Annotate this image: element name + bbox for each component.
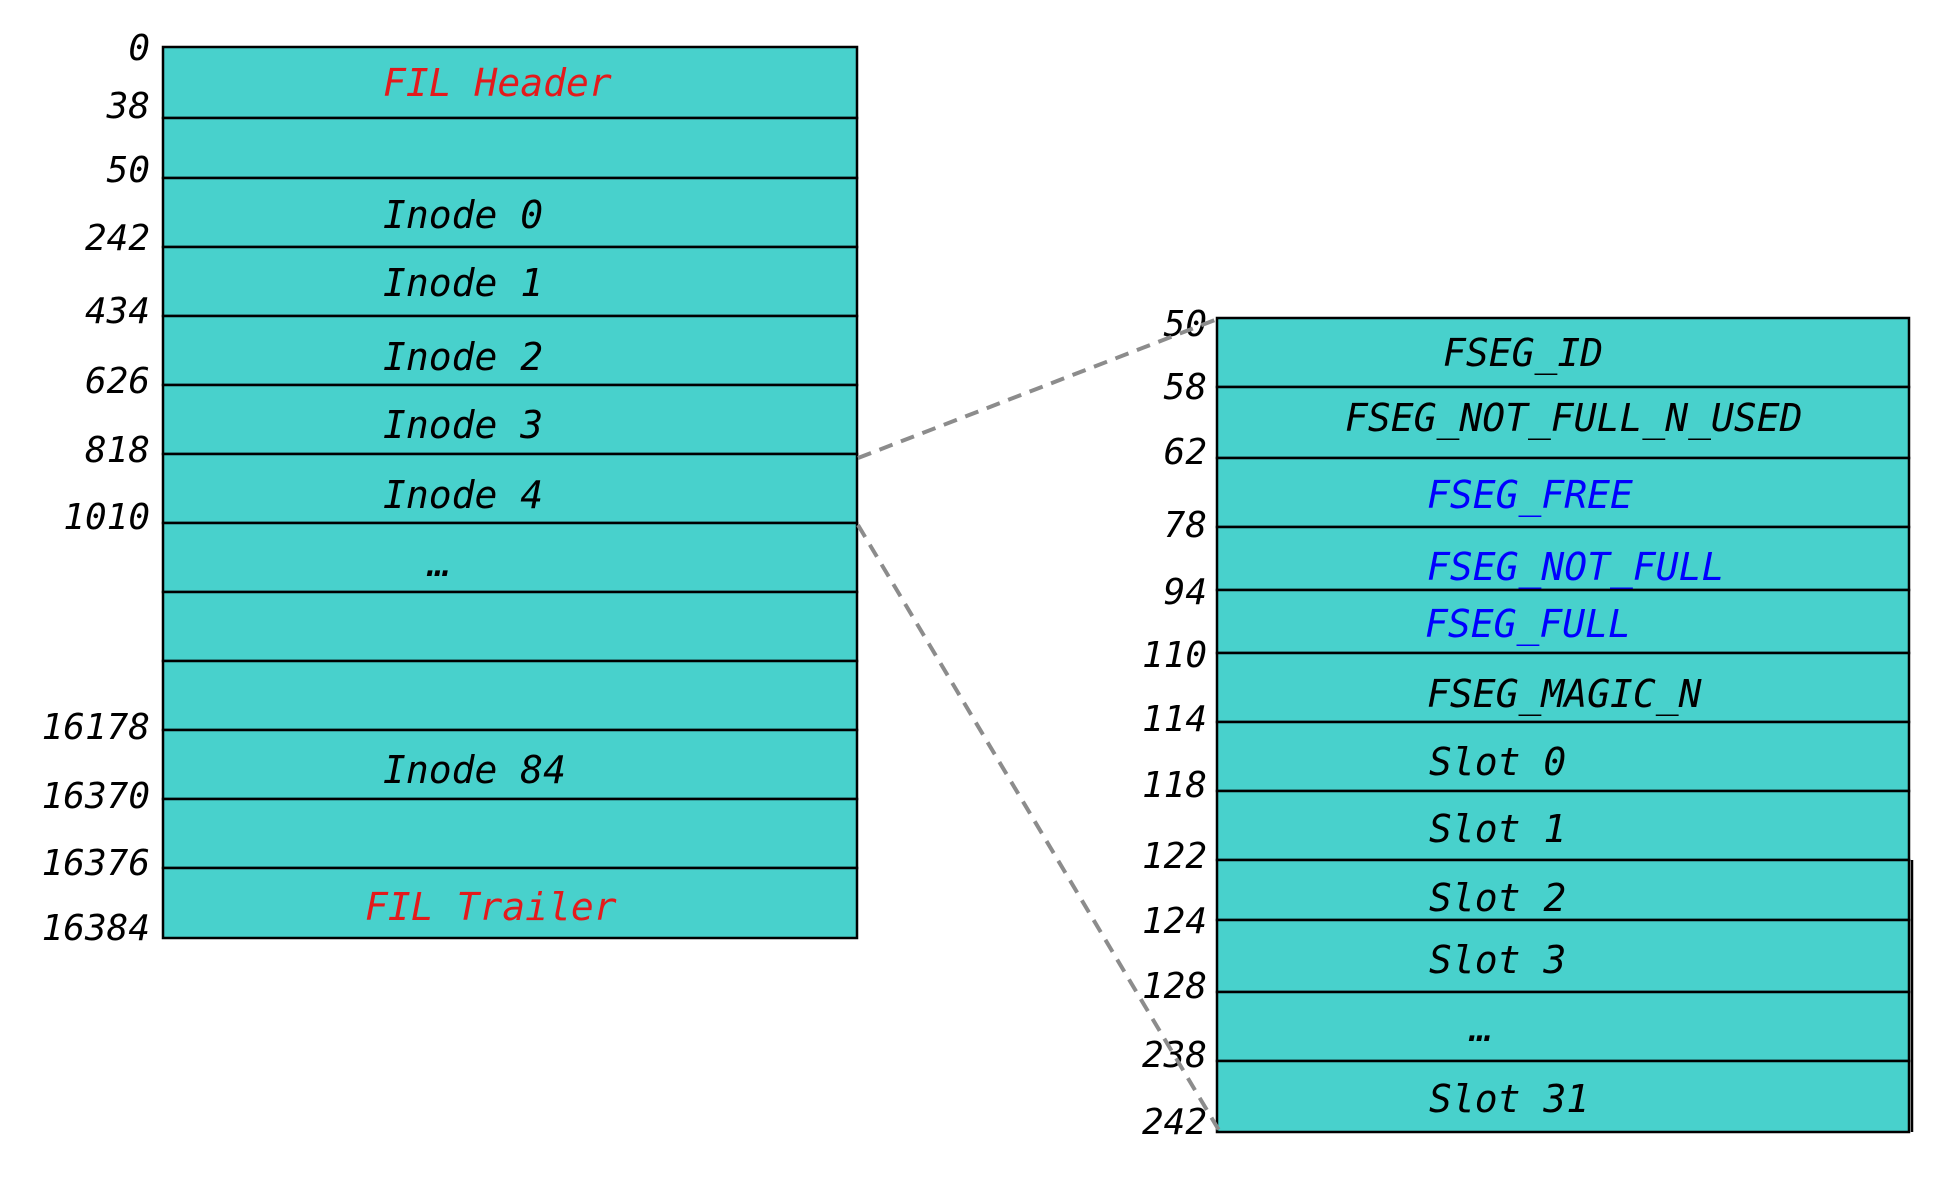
- inode-entry-row-fseg-not-full: [1215, 525, 1911, 592]
- inode-entry-row-slot-2: [1215, 858, 1911, 922]
- inode-entry-label-fseg-not-full: FSEG_NOT_FULL: [1427, 545, 1724, 590]
- inode-page-row-fil-trailer: [161, 866, 859, 940]
- inode-entry-offset-110: 110: [1142, 635, 1207, 676]
- inode-page-label-inode-0: Inode 0: [383, 193, 543, 237]
- inode-page-offset-626: 626: [85, 361, 150, 402]
- inode-entry-offset-94: 94: [1164, 572, 1207, 613]
- inode-entry-row-slot-1: [1215, 789, 1911, 862]
- inode-entry-label-slot-3: Slot 3: [1429, 938, 1566, 982]
- inode-page-row-fil-header: [161, 45, 859, 120]
- inode-page-label-inode-3: Inode 3: [383, 403, 543, 447]
- inode-page-row-inode-1: [161, 245, 859, 318]
- inode-entry-label-slot-31: Slot 31: [1429, 1077, 1589, 1121]
- inode-entry-row-blank: [1215, 990, 1911, 1063]
- inode-entry-label-fseg-magic-n: FSEG_MAGIC_N: [1427, 672, 1702, 717]
- inode-entry-label-slot-1: Slot 1: [1429, 807, 1566, 851]
- inode-page-row-reserved-8: [161, 590, 859, 663]
- inode-page-offset-1010: 1010: [63, 497, 150, 538]
- inode-entry-offset-128: 128: [1142, 966, 1207, 1007]
- inode-page-offset-0: 0: [128, 28, 150, 69]
- inode-page-label-fil-trailer: FIL Trailer: [365, 885, 617, 929]
- inode-entry-offset-124: 124: [1142, 901, 1207, 942]
- inode-page-label-inode-4: Inode 4: [383, 473, 543, 517]
- zoom-connectors: [856, 316, 1222, 1134]
- inode-page-offset-434: 434: [85, 291, 150, 332]
- inode-page-offset-38: 38: [106, 86, 150, 127]
- inode-page-row-blank: [161, 521, 859, 594]
- inode-page-offset-818: 818: [85, 430, 150, 471]
- inode-page-row-inode-2: [161, 314, 859, 387]
- inode-page-label-blank: …: [426, 541, 451, 585]
- inode-entry-offset-122: 122: [1142, 836, 1207, 877]
- inode-entry-row-slot-3: [1215, 918, 1911, 994]
- inode-page-row-inode-4: [161, 452, 859, 525]
- inode-page-offset-16384: 16384: [42, 908, 150, 949]
- inode-entry-label-fseg-id: FSEG_ID: [1443, 331, 1603, 376]
- inode-page-label-inode-84: Inode 84: [383, 748, 566, 792]
- inode-entry-row-fseg-not-full-n-used: [1215, 385, 1911, 460]
- inode-page-row-reserved-11: [161, 797, 859, 870]
- inode-entry-offset-242: 242: [1142, 1102, 1207, 1143]
- inode-entry-row-slot-31: [1215, 1059, 1911, 1134]
- inode-entry-offset-58: 58: [1164, 367, 1207, 408]
- inode-page-row-inode-0: [161, 176, 859, 249]
- inode-entry-table: FSEG_ID FSEG_NOT_FULL_N_USED FSEG_FREE FSEG…: [1142, 304, 1914, 1143]
- zoom-connector-bottom: [856, 523, 1222, 1134]
- inode-entry-label-fseg-full: FSEG_FULL: [1425, 602, 1631, 647]
- inode-entry-label-blank: …: [1468, 1006, 1493, 1050]
- inode-page-offset-50: 50: [107, 150, 150, 191]
- inode-entry-label-slot-2: Slot 2: [1429, 876, 1566, 920]
- inode-page-offset-16376: 16376: [42, 843, 150, 884]
- inode-page-row-reserved-9: [161, 659, 859, 732]
- inode-entry-offset-238: 238: [1142, 1035, 1207, 1076]
- inode-entry-row-fseg-free: [1215, 456, 1911, 529]
- inode-entry-label-slot-0: Slot 0: [1429, 740, 1566, 784]
- zoom-connector-top: [857, 316, 1221, 460]
- inode-page-label-inode-1: Inode 1: [383, 261, 543, 305]
- inode-page-label-inode-2: Inode 2: [383, 335, 543, 379]
- inode-page-offset-242: 242: [85, 218, 150, 259]
- inode-entry-offset-78: 78: [1164, 505, 1207, 546]
- inode-entry-label-fseg-free: FSEG_FREE: [1427, 473, 1633, 518]
- inode-page-row-reserved-1: [161, 116, 859, 180]
- inode-page-offset-16178: 16178: [42, 707, 150, 748]
- inode-entry-offset-62: 62: [1164, 432, 1207, 473]
- inode-page-offset-16370: 16370: [42, 776, 150, 817]
- inode-page-label-fil-header: FIL Header: [383, 61, 612, 105]
- inode-entry-offset-114: 114: [1142, 699, 1207, 740]
- inode-entry-row-fseg-magic-n: [1215, 651, 1911, 724]
- inode-entry-label-fseg-not-full-n-used: FSEG_NOT_FULL_N_USED: [1345, 396, 1803, 441]
- inode-entry-offset-118: 118: [1142, 765, 1207, 806]
